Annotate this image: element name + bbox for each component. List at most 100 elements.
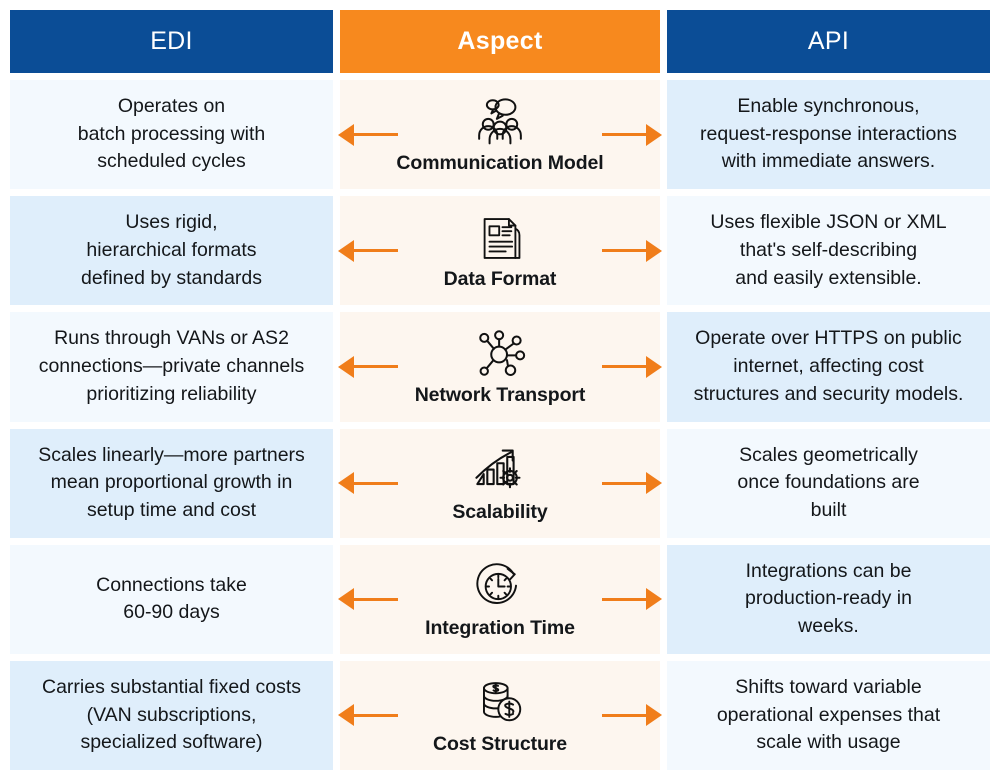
arrow-right-icon	[602, 239, 662, 262]
aspect-label: Cost Structure	[432, 732, 568, 755]
column-gap	[333, 660, 340, 771]
column-gap	[660, 312, 667, 422]
document-page-icon	[469, 210, 531, 266]
coin-stack-dollar-icon	[469, 675, 531, 731]
arrow-right-icon-head	[646, 239, 662, 262]
arrow-left-icon-head	[338, 355, 354, 378]
arrow-left-icon-shaft	[354, 713, 398, 717]
aspect-label: Integration Time	[425, 616, 575, 639]
aspect-label: Scalability	[452, 500, 548, 523]
comparison-row: Carries substantial fixed costs(VAN subs…	[10, 660, 990, 771]
aspect-label: Network Transport	[414, 384, 586, 407]
arrow-right-icon-shaft	[602, 597, 646, 601]
arrow-right-icon	[602, 355, 662, 378]
api-cell: Enable synchronous,request-response inte…	[667, 80, 990, 190]
arrow-right-icon-head	[646, 704, 662, 727]
arrow-right-icon-shaft	[602, 133, 646, 137]
column-gap	[660, 196, 667, 306]
network-nodes-icon	[469, 326, 531, 382]
column-gap	[660, 544, 667, 654]
api-cell-text: Enable synchronous,request-response inte…	[700, 95, 957, 173]
arrow-right-icon-head	[646, 355, 662, 378]
aspect-cell: Scalability	[338, 428, 662, 538]
edi-cell: Carries substantial fixed costs(VAN subs…	[10, 660, 333, 771]
arrow-right-icon-shaft	[602, 481, 646, 485]
arrow-left-icon-shaft	[354, 249, 398, 253]
column-gap	[660, 428, 667, 538]
header-row: EDI Aspect API	[10, 10, 990, 73]
column-gap	[333, 312, 340, 422]
arrow-right-icon	[602, 123, 662, 146]
arrow-left-icon-shaft	[354, 133, 398, 137]
clock-refresh-icon	[469, 559, 531, 615]
arrow-left-icon	[338, 588, 398, 611]
aspect-cell: Cost Structure	[338, 660, 662, 771]
arrow-right-icon	[602, 704, 662, 727]
aspect-label: Communication Model	[396, 152, 604, 175]
arrow-left-icon-head	[338, 704, 354, 727]
arrow-right-icon	[602, 472, 662, 495]
arrow-left-icon-shaft	[354, 597, 398, 601]
header-label-aspect: Aspect	[457, 27, 543, 55]
arrow-left-icon-shaft	[354, 481, 398, 485]
arrow-right-icon-shaft	[602, 365, 646, 369]
aspect-label: Data Format	[443, 268, 557, 291]
arrow-left-icon	[338, 704, 398, 727]
arrow-right-icon-shaft	[602, 713, 646, 717]
header-cell-aspect: Aspect	[340, 10, 660, 73]
arrow-left-icon-head	[338, 588, 354, 611]
arrow-right-icon	[602, 588, 662, 611]
growth-chart-gear-icon	[469, 443, 531, 499]
column-gap	[333, 544, 340, 654]
arrow-left-icon	[338, 472, 398, 495]
header-cell-api: API	[667, 10, 990, 73]
arrow-left-icon	[338, 355, 398, 378]
arrow-left-icon-head	[338, 472, 354, 495]
edi-cell-text: Carries substantial fixed costs(VAN subs…	[41, 675, 302, 754]
people-speech-bubbles-icon	[469, 94, 531, 150]
arrow-right-icon-head	[646, 472, 662, 495]
arrow-left-icon-shaft	[354, 365, 398, 369]
column-gap	[660, 660, 667, 771]
aspect-cell: Communication Model	[338, 80, 662, 190]
arrow-right-icon-head	[646, 588, 662, 611]
arrow-left-icon	[338, 239, 398, 262]
arrow-right-icon-shaft	[602, 249, 646, 253]
arrow-left-icon-head	[338, 123, 354, 146]
column-gap	[333, 80, 340, 190]
arrow-right-icon-head	[646, 123, 662, 146]
aspect-cell: Integration Time	[338, 544, 662, 654]
arrow-left-icon-head	[338, 239, 354, 262]
column-gap	[333, 196, 340, 306]
header-label-edi: EDI	[150, 27, 193, 55]
aspect-cell: Data Format	[338, 196, 662, 306]
header-cell-edi: EDI	[10, 10, 333, 73]
header-label-api: API	[807, 27, 850, 55]
